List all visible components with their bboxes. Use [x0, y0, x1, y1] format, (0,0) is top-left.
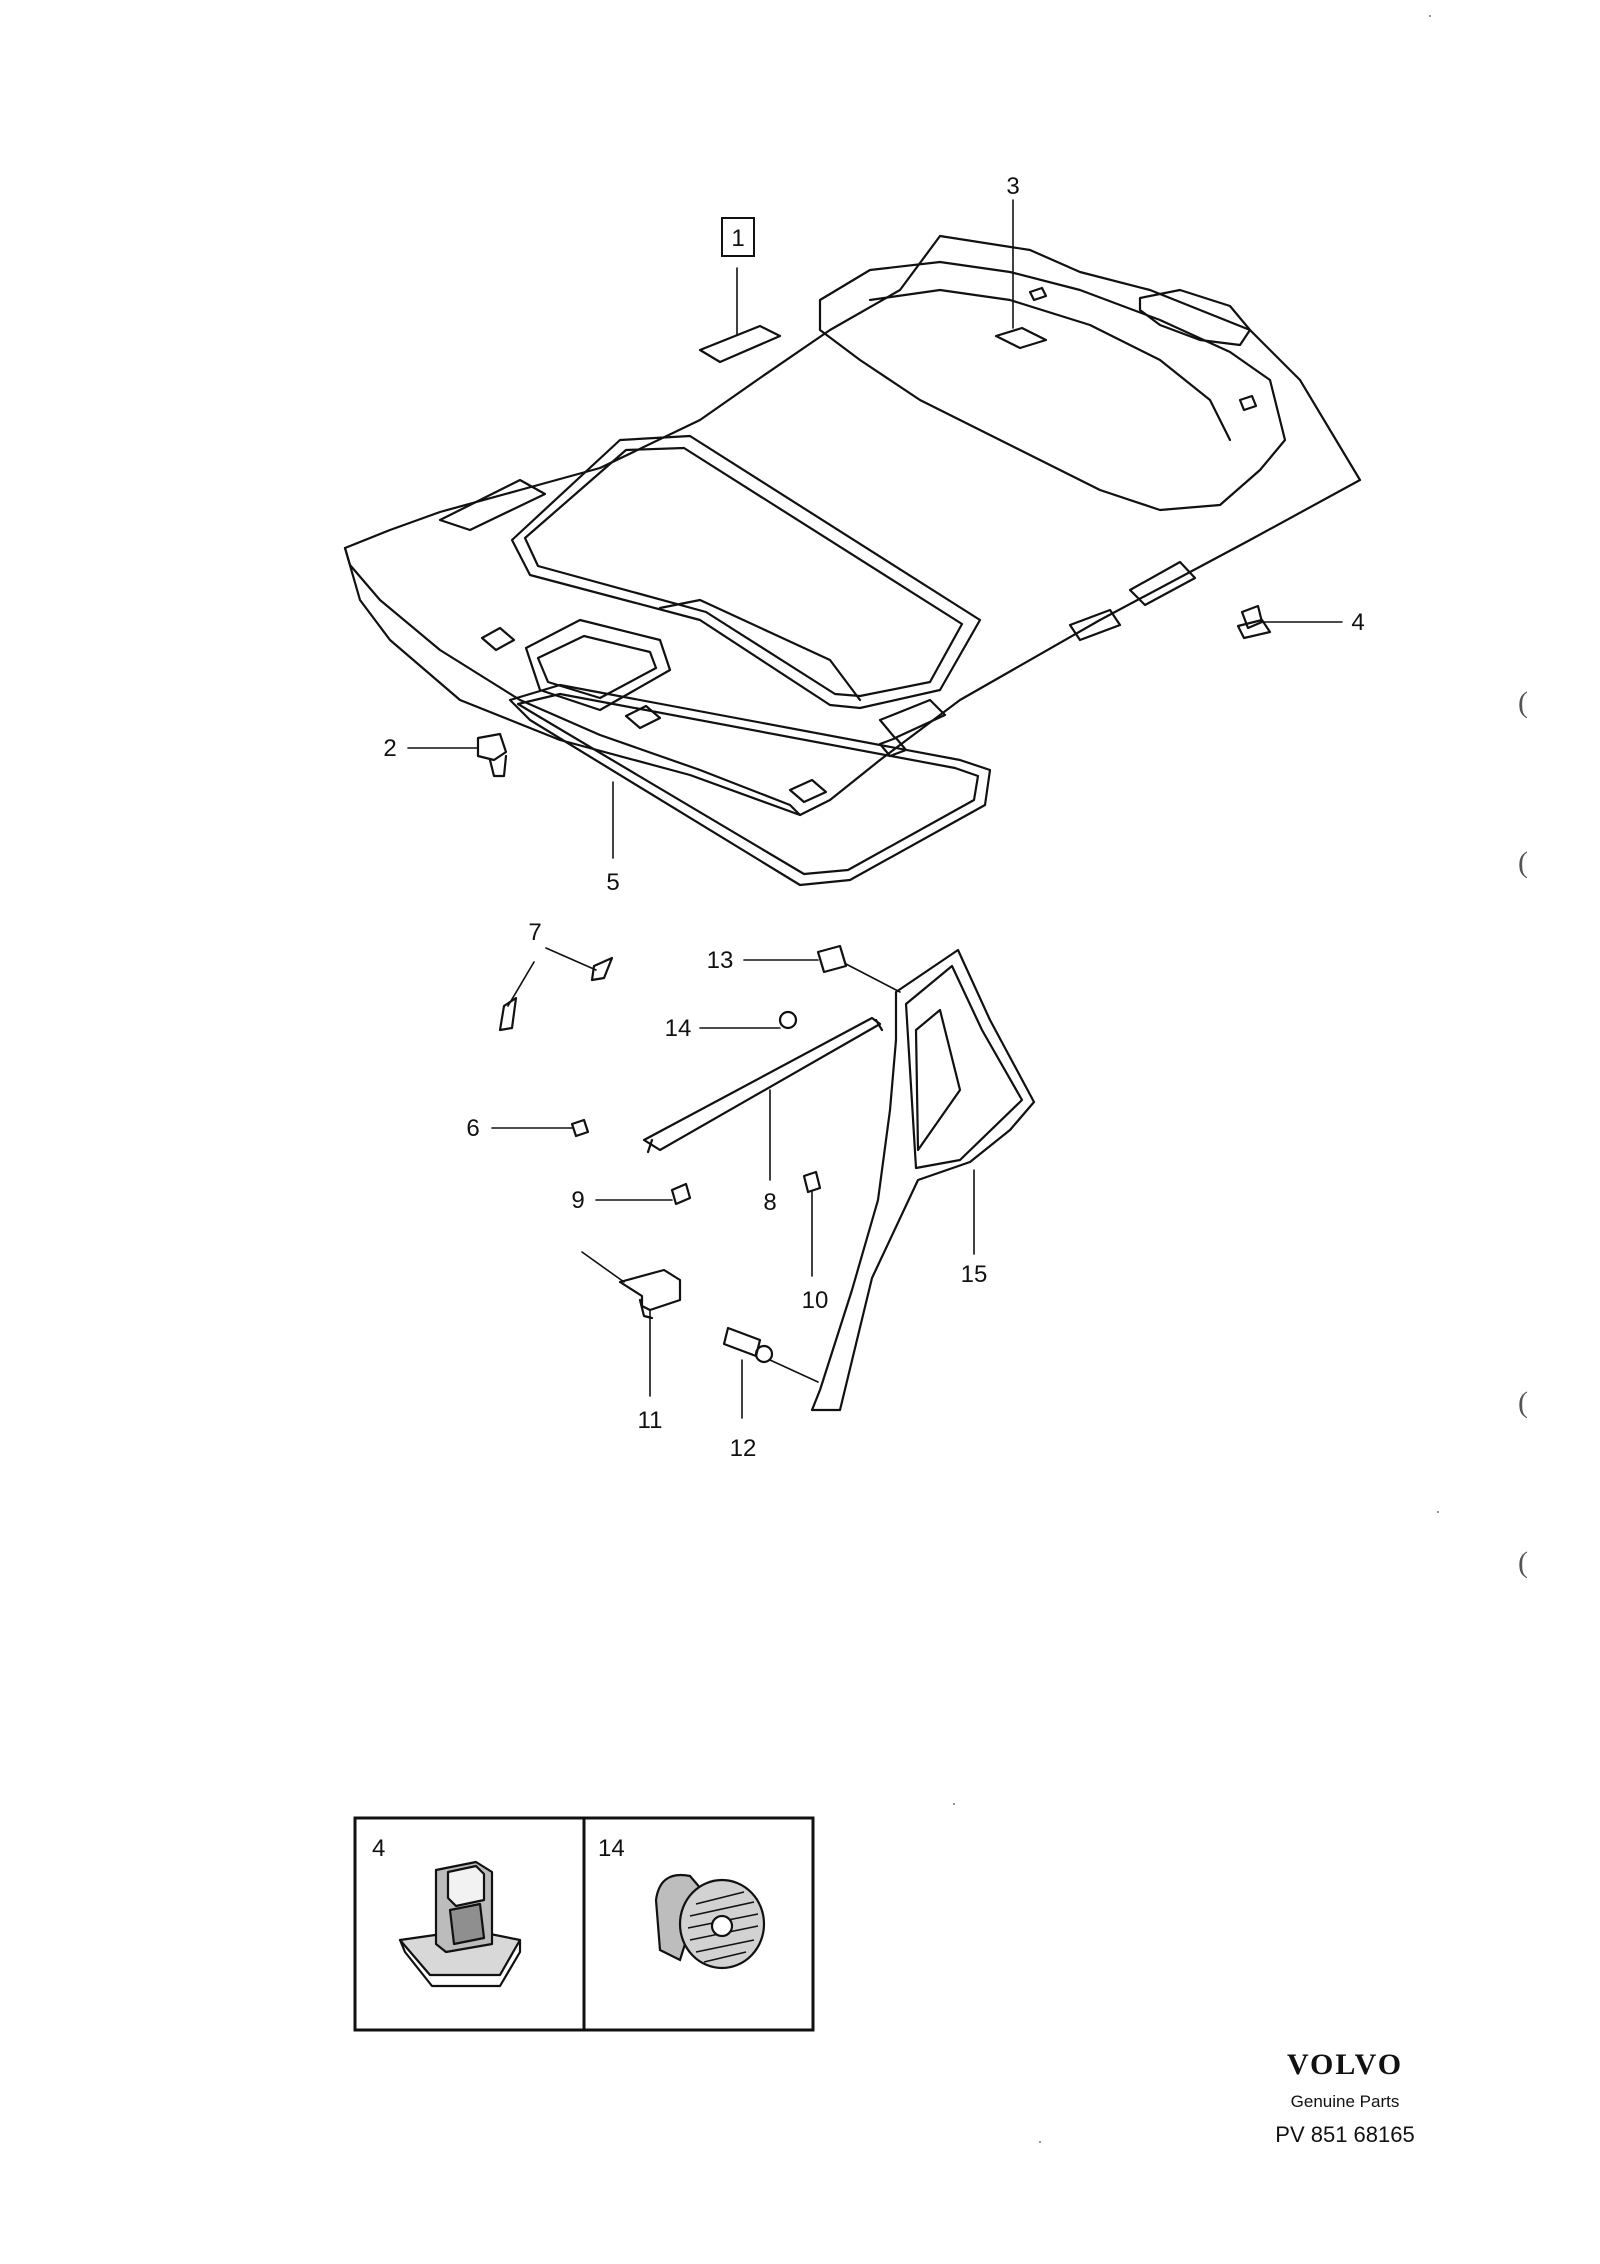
diagram-code: PV 851 68165: [1275, 2122, 1415, 2147]
callout-10: 10: [802, 1287, 829, 1314]
margin-mark-2: (: [1518, 846, 1528, 879]
clip-part-13: [816, 944, 848, 974]
clip-14-detail: [654, 1873, 766, 1970]
sill-trim-part-8: [642, 1016, 884, 1154]
callout-2: 2: [383, 735, 396, 762]
callout-6: 6: [466, 1115, 479, 1142]
brand-subtitle: Genuine Parts: [1290, 2092, 1400, 2111]
sunroof-seal: [508, 683, 992, 887]
volvo-logo: VOLVO: [1286, 2048, 1404, 2081]
clip-part-2: [476, 732, 508, 778]
clip-part-9: [670, 1182, 692, 1206]
margin-mark-3: (: [1518, 1386, 1528, 1419]
callout-13: 13: [707, 947, 734, 974]
callout-8: 8: [763, 1189, 776, 1216]
callout-7: 7: [528, 919, 541, 946]
bolt-part-12: [722, 1326, 774, 1364]
detail-inset: 4 14: [353, 1816, 815, 2032]
callout-5: 5: [606, 869, 619, 896]
callout-14: 14: [665, 1015, 692, 1042]
callout-1: 1: [731, 225, 744, 252]
clip-4-detail: [398, 1860, 522, 1988]
callout-11: 11: [638, 1407, 663, 1434]
clip-part-6: [570, 1118, 590, 1138]
clip-part-7b: [498, 996, 518, 1032]
inset-label-4: 4: [372, 1835, 385, 1862]
callout-12: 12: [730, 1435, 757, 1462]
inset-label-14: 14: [598, 1835, 625, 1862]
callout-4: 4: [1351, 609, 1364, 636]
headliner-panel: [343, 234, 1362, 817]
callout-9: 9: [571, 1187, 584, 1214]
callout-15: 15: [961, 1261, 988, 1288]
clip-part-14: [778, 1010, 798, 1030]
leader-lines: [407, 199, 1343, 1419]
margin-mark-1: (: [1518, 686, 1528, 719]
margin-mark-4: (: [1518, 1546, 1528, 1579]
clip-part-7a: [590, 956, 614, 982]
pillar-trim-part-15: [810, 948, 1036, 1412]
callout-3: 3: [1006, 173, 1019, 200]
clip-part-10: [802, 1170, 822, 1194]
callout-1-box: [721, 217, 755, 257]
